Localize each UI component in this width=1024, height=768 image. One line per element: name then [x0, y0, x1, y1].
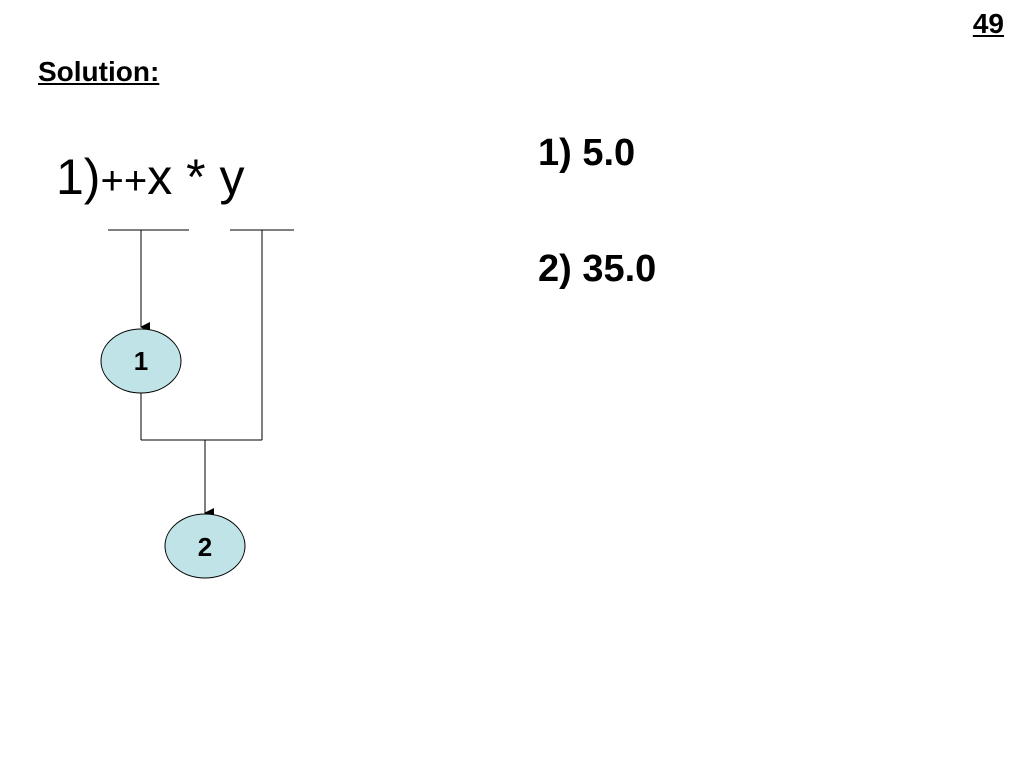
- node-1: [100, 328, 182, 394]
- expression: 1)++x * y: [56, 152, 244, 202]
- solution-heading: Solution:: [38, 56, 160, 87]
- answer-1: 1) 5.0: [538, 132, 636, 174]
- answer-2: 2) 35.0: [538, 248, 657, 290]
- page-number: 49: [972, 8, 1004, 39]
- operand-y: y: [219, 149, 245, 205]
- node-2: [164, 513, 246, 579]
- node-2-label: 2: [198, 532, 212, 562]
- multiply-operator: *: [186, 149, 206, 205]
- operand-x: x: [147, 149, 173, 205]
- node-1-label: 1: [134, 346, 148, 376]
- expression-prefix: 1): [56, 149, 101, 205]
- increment-operator: ++: [100, 159, 148, 203]
